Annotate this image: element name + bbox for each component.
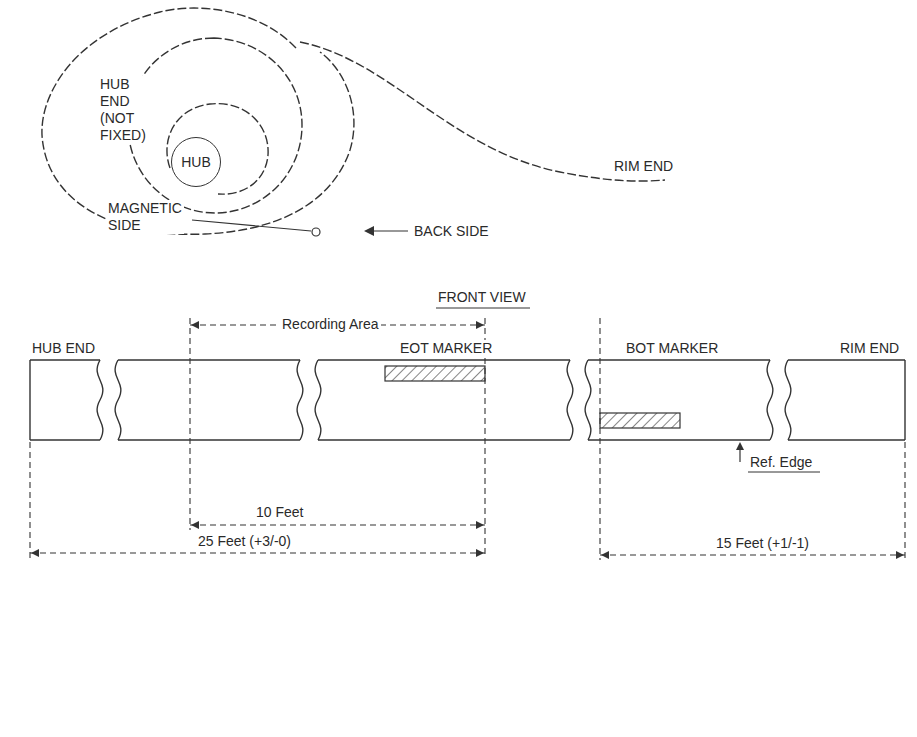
- side-label: MAGNETIC SIDE: [106, 200, 184, 234]
- ref-arrow: [739, 448, 740, 462]
- tape-edge: [767, 360, 773, 440]
- tape-edge: [318, 359, 570, 360]
- dimension-label: 15 Feet (+1/-1): [714, 535, 811, 552]
- tape-edge: [315, 360, 321, 440]
- tape-edge: [588, 359, 770, 360]
- tape-edge: [118, 359, 300, 360]
- dimension-arrows: [31, 321, 904, 559]
- edge-label: Ref. Edge: [748, 454, 814, 471]
- tape-edge: [588, 439, 770, 440]
- tape-edge: [567, 360, 573, 440]
- arrowhead: [736, 442, 744, 450]
- eot-marker: [385, 366, 485, 381]
- tape-edge: [29, 360, 30, 440]
- end-label: RIM END: [612, 158, 675, 175]
- leader-line: [372, 230, 408, 231]
- side-marker: [312, 228, 320, 236]
- end-label: HUB END: [30, 340, 97, 357]
- tape-edge: [297, 360, 303, 440]
- reel-spiral: [42, 0, 665, 234]
- tape-edge: [30, 359, 100, 360]
- arrowhead: [364, 226, 374, 236]
- dimension-lines: [30, 318, 905, 560]
- area-label: Recording Area: [280, 316, 381, 333]
- tape-edge: [785, 360, 791, 440]
- marker-label: BOT MARKER: [624, 340, 720, 357]
- bot-marker: [600, 413, 680, 428]
- dimension-label: 25 Feet (+3/-0): [196, 533, 293, 550]
- tape-edge: [788, 439, 905, 440]
- tape-edge: [318, 439, 570, 440]
- tape-edge: [904, 360, 905, 440]
- tape-edge: [788, 359, 905, 360]
- view-caption: FRONT VIEW: [436, 289, 528, 306]
- underline: [748, 472, 820, 473]
- tape-edge: [97, 360, 103, 440]
- end-label: HUB END (NOT FIXED): [98, 76, 148, 144]
- tape-edge: [30, 439, 100, 440]
- marker-label: EOT MARKER: [398, 340, 494, 357]
- tape-edge: [118, 439, 300, 440]
- hub-circle: HUB: [171, 137, 221, 187]
- tape-strip: [30, 360, 905, 440]
- leader-line: [192, 220, 311, 231]
- tape-edge: [585, 360, 591, 440]
- tape-edge: [115, 360, 121, 440]
- side-label: BACK SIDE: [412, 223, 491, 240]
- hub-label: HUB: [181, 154, 211, 170]
- underline: [436, 308, 530, 309]
- dimension-label: 10 Feet: [254, 504, 305, 521]
- end-label: RIM END: [838, 340, 901, 357]
